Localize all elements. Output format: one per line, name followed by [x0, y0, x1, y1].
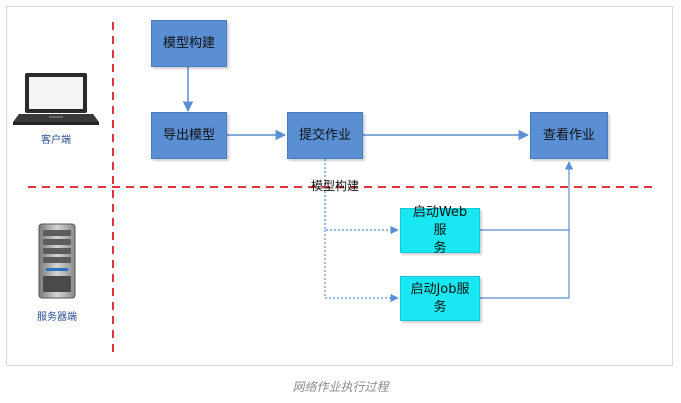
- node-export-model: 导出模型: [151, 112, 227, 159]
- arrow-submit-to-web: [324, 159, 399, 235]
- node-view-job: 查看作业: [530, 112, 608, 159]
- node-submit-job: 提交作业: [287, 112, 363, 159]
- laptop-icon: [13, 73, 99, 125]
- client-label: 客户端: [41, 135, 71, 146]
- arrow-submit-to-job: [324, 230, 399, 303]
- node-model-build: 模型构建: [151, 20, 227, 67]
- server-label: 服务器端: [37, 312, 77, 323]
- floating-label: 模型构建: [311, 179, 360, 193]
- node-start-web-service: 启动Web服 务: [400, 205, 480, 256]
- arrow-job-to-view: [480, 230, 570, 299]
- node-start-job-service: 启动Job服务: [400, 276, 480, 321]
- figure-caption: 网络作业执行过程: [292, 380, 389, 394]
- server-icon: [38, 223, 76, 299]
- arrow-web-to-view: [480, 161, 574, 231]
